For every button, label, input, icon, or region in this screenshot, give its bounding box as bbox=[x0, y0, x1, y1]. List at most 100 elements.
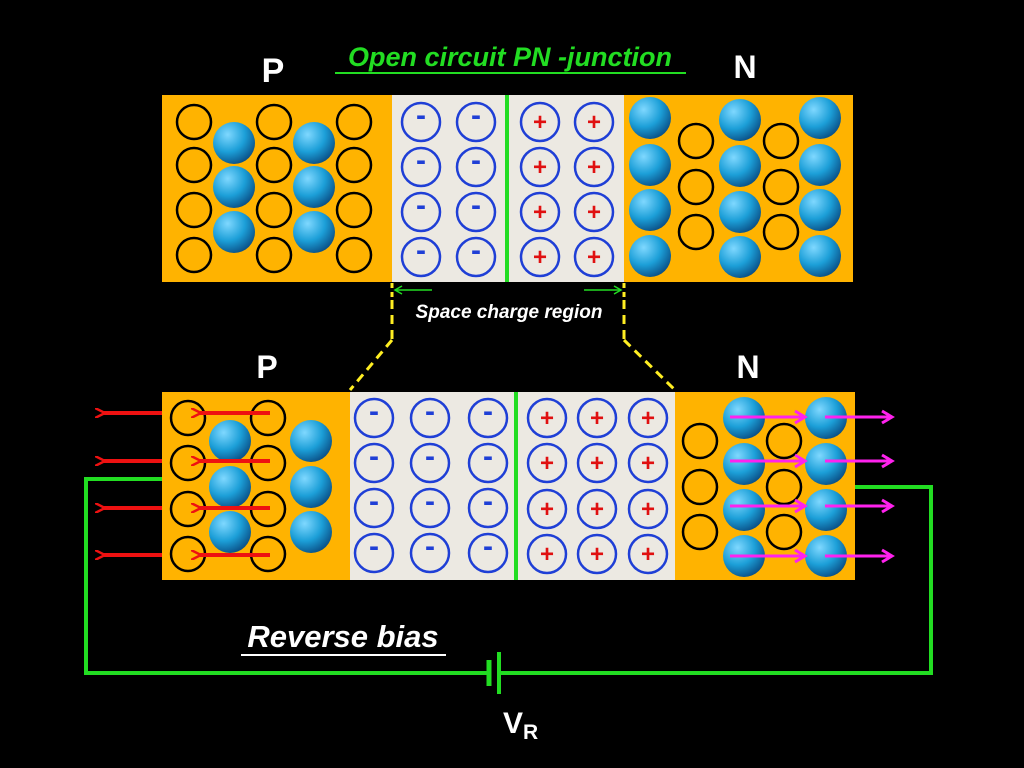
plus-sign: + bbox=[590, 541, 604, 568]
negative-ion: - bbox=[455, 99, 497, 143]
minus-sign: - bbox=[471, 234, 481, 267]
electron bbox=[799, 97, 841, 139]
electron bbox=[629, 235, 671, 277]
positive-ion: + bbox=[573, 146, 615, 188]
electron bbox=[293, 166, 335, 208]
top-holes bbox=[175, 103, 373, 274]
hole bbox=[681, 513, 719, 551]
positive-ion: + bbox=[576, 488, 618, 530]
positive-ion: + bbox=[573, 191, 615, 233]
source-subscript: R bbox=[523, 721, 538, 744]
electron bbox=[629, 189, 671, 231]
negative-ion: - bbox=[400, 144, 442, 188]
hole bbox=[765, 422, 803, 460]
plus-sign: + bbox=[587, 244, 601, 271]
minus-sign: - bbox=[425, 485, 435, 518]
electron bbox=[213, 166, 255, 208]
positive-ion: + bbox=[576, 442, 618, 484]
source-label: VR bbox=[503, 707, 538, 744]
positive-ion: + bbox=[519, 101, 561, 143]
positive-ion: + bbox=[627, 488, 669, 530]
electron bbox=[805, 489, 847, 531]
plus-sign: + bbox=[590, 450, 604, 477]
hole bbox=[765, 513, 803, 551]
plus-sign: + bbox=[533, 199, 547, 226]
minus-sign: - bbox=[369, 395, 379, 428]
minus-sign: - bbox=[416, 234, 426, 267]
electron bbox=[719, 236, 761, 278]
positive-ion: + bbox=[526, 533, 568, 575]
plus-sign: + bbox=[540, 405, 554, 432]
top-p-region bbox=[162, 95, 392, 282]
plus-sign: + bbox=[641, 405, 655, 432]
plus-sign: + bbox=[641, 496, 655, 523]
top-n-electrons bbox=[629, 97, 841, 278]
negative-ion: - bbox=[409, 530, 451, 574]
positive-ion: + bbox=[627, 442, 669, 484]
external-circuit bbox=[84, 477, 933, 694]
positive-ion: + bbox=[627, 397, 669, 439]
right-wire bbox=[500, 485, 933, 675]
reverse-bias-label: Reverse bias bbox=[247, 619, 438, 654]
electron bbox=[723, 489, 765, 531]
source-symbol: V bbox=[503, 707, 523, 740]
electron bbox=[293, 122, 335, 164]
electron bbox=[290, 466, 332, 508]
minus-sign: - bbox=[483, 530, 493, 563]
negative-ion: - bbox=[353, 395, 395, 439]
top-p-electrons bbox=[213, 122, 335, 253]
hole bbox=[255, 103, 293, 141]
bottom-n-label: N bbox=[736, 349, 759, 385]
negative-ion: - bbox=[400, 189, 442, 233]
positive-ion: + bbox=[576, 533, 618, 575]
minus-sign: - bbox=[416, 99, 426, 132]
negative-ion: - bbox=[455, 144, 497, 188]
electron bbox=[293, 211, 335, 253]
hole bbox=[762, 122, 800, 160]
minus-sign: - bbox=[369, 530, 379, 563]
plus-sign: + bbox=[590, 405, 604, 432]
top-negative-ions: -------- bbox=[400, 99, 497, 278]
plus-sign: + bbox=[641, 541, 655, 568]
electron bbox=[290, 420, 332, 462]
plus-sign: + bbox=[533, 109, 547, 136]
negative-ion: - bbox=[353, 485, 395, 529]
minus-sign: - bbox=[369, 485, 379, 518]
negative-ion: - bbox=[467, 485, 509, 529]
minus-sign: - bbox=[483, 395, 493, 428]
minus-sign: - bbox=[425, 395, 435, 428]
negative-ion: - bbox=[400, 234, 442, 278]
positive-ion: + bbox=[573, 101, 615, 143]
minus-sign: - bbox=[483, 440, 493, 473]
bottom-depletion-region bbox=[350, 392, 675, 580]
positive-ion: + bbox=[519, 236, 561, 278]
negative-ion: - bbox=[467, 395, 509, 439]
electron bbox=[213, 122, 255, 164]
minus-sign: - bbox=[483, 485, 493, 518]
electron bbox=[629, 144, 671, 186]
plus-sign: + bbox=[587, 199, 601, 226]
electron bbox=[805, 443, 847, 485]
negative-ion: - bbox=[467, 530, 509, 574]
hole bbox=[255, 146, 293, 184]
hole bbox=[175, 103, 213, 141]
minus-sign: - bbox=[416, 144, 426, 177]
hole bbox=[681, 422, 719, 460]
hole bbox=[681, 468, 719, 506]
positive-ion: + bbox=[519, 191, 561, 233]
space-charge-label: Space charge region bbox=[416, 302, 603, 323]
plus-sign: + bbox=[590, 496, 604, 523]
electron bbox=[209, 511, 251, 553]
hole bbox=[249, 399, 287, 437]
electron bbox=[719, 145, 761, 187]
minus-sign: - bbox=[416, 189, 426, 222]
minus-sign: - bbox=[471, 99, 481, 132]
hole bbox=[762, 213, 800, 251]
positive-ion: + bbox=[526, 488, 568, 530]
left-wire bbox=[84, 477, 488, 675]
hole bbox=[335, 191, 373, 229]
negative-ion: - bbox=[409, 440, 451, 484]
hole bbox=[335, 103, 373, 141]
top-p-label: P bbox=[262, 52, 285, 90]
